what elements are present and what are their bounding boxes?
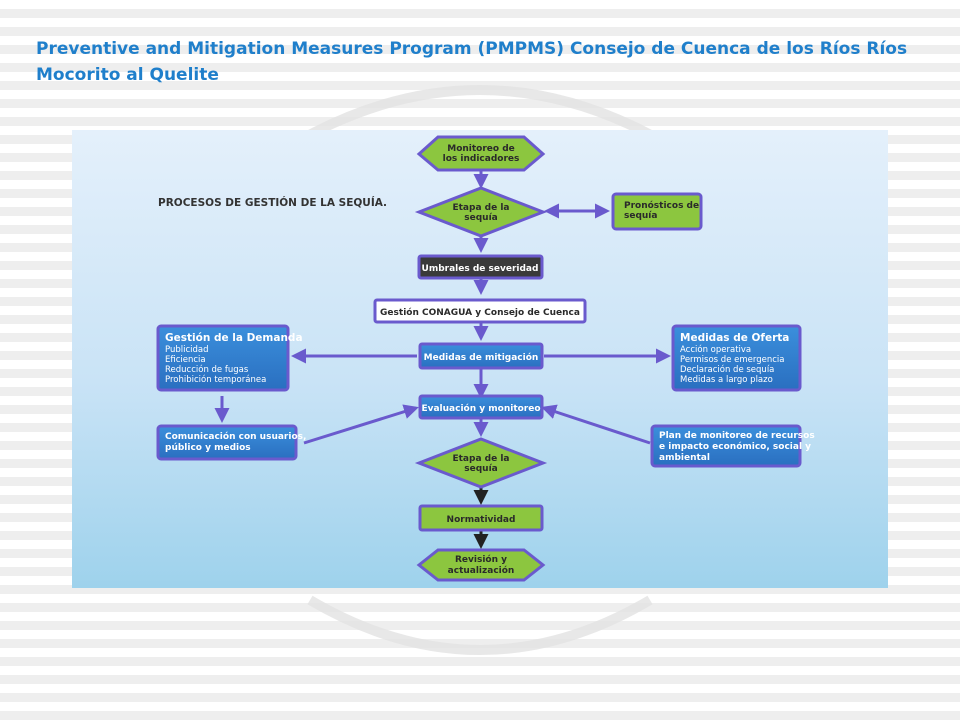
svg-text:los indicadores: los indicadores [443,154,520,164]
node-etapa-sequia-2: Etapa de la sequía [414,437,548,489]
svg-text:Permisos de emergencia: Permisos de emergencia [680,355,784,365]
node-medidas-mitigacion: Medidas de mitigación [418,342,544,370]
slide-title: Preventive and Mitigation Measures Progr… [36,39,908,85]
node-medidas-oferta: Medidas de Oferta Acción operativa Permi… [671,324,802,392]
connectors [214,170,671,445]
svg-text:Publicidad: Publicidad [165,345,209,355]
svg-text:Gestión de la Demanda: Gestión de la Demanda [165,332,303,344]
node-comunicacion: Comunicación con usuarios, público y med… [156,424,306,461]
svg-text:Reducción de fugas: Reducción de fugas [165,364,249,375]
drought-process-diagram: PROCESOS DE GESTIÓN DE LA SEQUÍA. Monito… [156,135,815,582]
svg-text:Normatividad: Normatividad [447,515,516,525]
diagram-panel: PROCESOS DE GESTIÓN DE LA SEQUÍA. Monito… [72,130,888,588]
svg-text:e impacto económico, social y: e impacto económico, social y [659,441,811,452]
svg-text:Etapa de la: Etapa de la [452,454,509,464]
svg-text:Declaración de sequía: Declaración de sequía [680,364,774,375]
svg-text:público y medios: público y medios [165,443,251,453]
svg-text:sequía: sequía [624,211,657,221]
svg-text:Medidas de Oferta: Medidas de Oferta [680,332,789,344]
svg-text:Medidas de mitigación: Medidas de mitigación [424,352,539,363]
svg-text:Plan de monitoreo de recursos: Plan de monitoreo de recursos [659,431,815,441]
svg-text:Revisión y: Revisión y [455,554,507,565]
node-normatividad: Normatividad [418,504,544,532]
svg-text:sequía: sequía [464,464,497,474]
svg-text:actualización: actualización [448,565,515,576]
node-plan-monitoreo: Plan de monitoreo de recursos e impacto … [650,424,815,468]
node-gestion-demanda: Gestión de la Demanda Publicidad Eficien… [156,324,303,392]
svg-text:Monitoreo de: Monitoreo de [447,144,515,154]
svg-text:sequía: sequía [464,213,497,223]
svg-text:Umbrales de severidad: Umbrales de severidad [422,264,539,274]
svg-text:Eficiencia: Eficiencia [165,355,206,365]
diagram-heading: PROCESOS DE GESTIÓN DE LA SEQUÍA. [158,196,387,209]
node-umbrales: Umbrales de severidad [417,254,544,280]
svg-text:Etapa de la: Etapa de la [452,203,509,213]
svg-text:Evaluación y monitoreo: Evaluación y monitoreo [421,403,540,414]
node-revision: Revisión y actualización [416,548,546,582]
node-gestion-conagua: Gestión CONAGUA y Consejo de Cuenca [373,298,587,324]
svg-text:Comunicación con usuarios,: Comunicación con usuarios, [165,431,306,442]
node-pronosticos: Pronósticos de sequía [611,192,703,231]
svg-text:ambiental: ambiental [659,453,710,463]
node-monitoreo: Monitoreo de los indicadores [416,135,546,172]
svg-text:Medidas a largo plazo: Medidas a largo plazo [680,375,773,385]
node-etapa-sequia-1: Etapa de la sequía [414,186,548,238]
svg-text:Pronósticos de: Pronósticos de [624,200,699,211]
svg-text:Prohibición temporánea: Prohibición temporánea [165,374,266,385]
svg-text:Gestión CONAGUA y Consejo de C: Gestión CONAGUA y Consejo de Cuenca [380,307,580,318]
svg-text:Acción operativa: Acción operativa [680,344,751,355]
node-evaluacion-monitoreo: Evaluación y monitoreo [418,394,544,420]
